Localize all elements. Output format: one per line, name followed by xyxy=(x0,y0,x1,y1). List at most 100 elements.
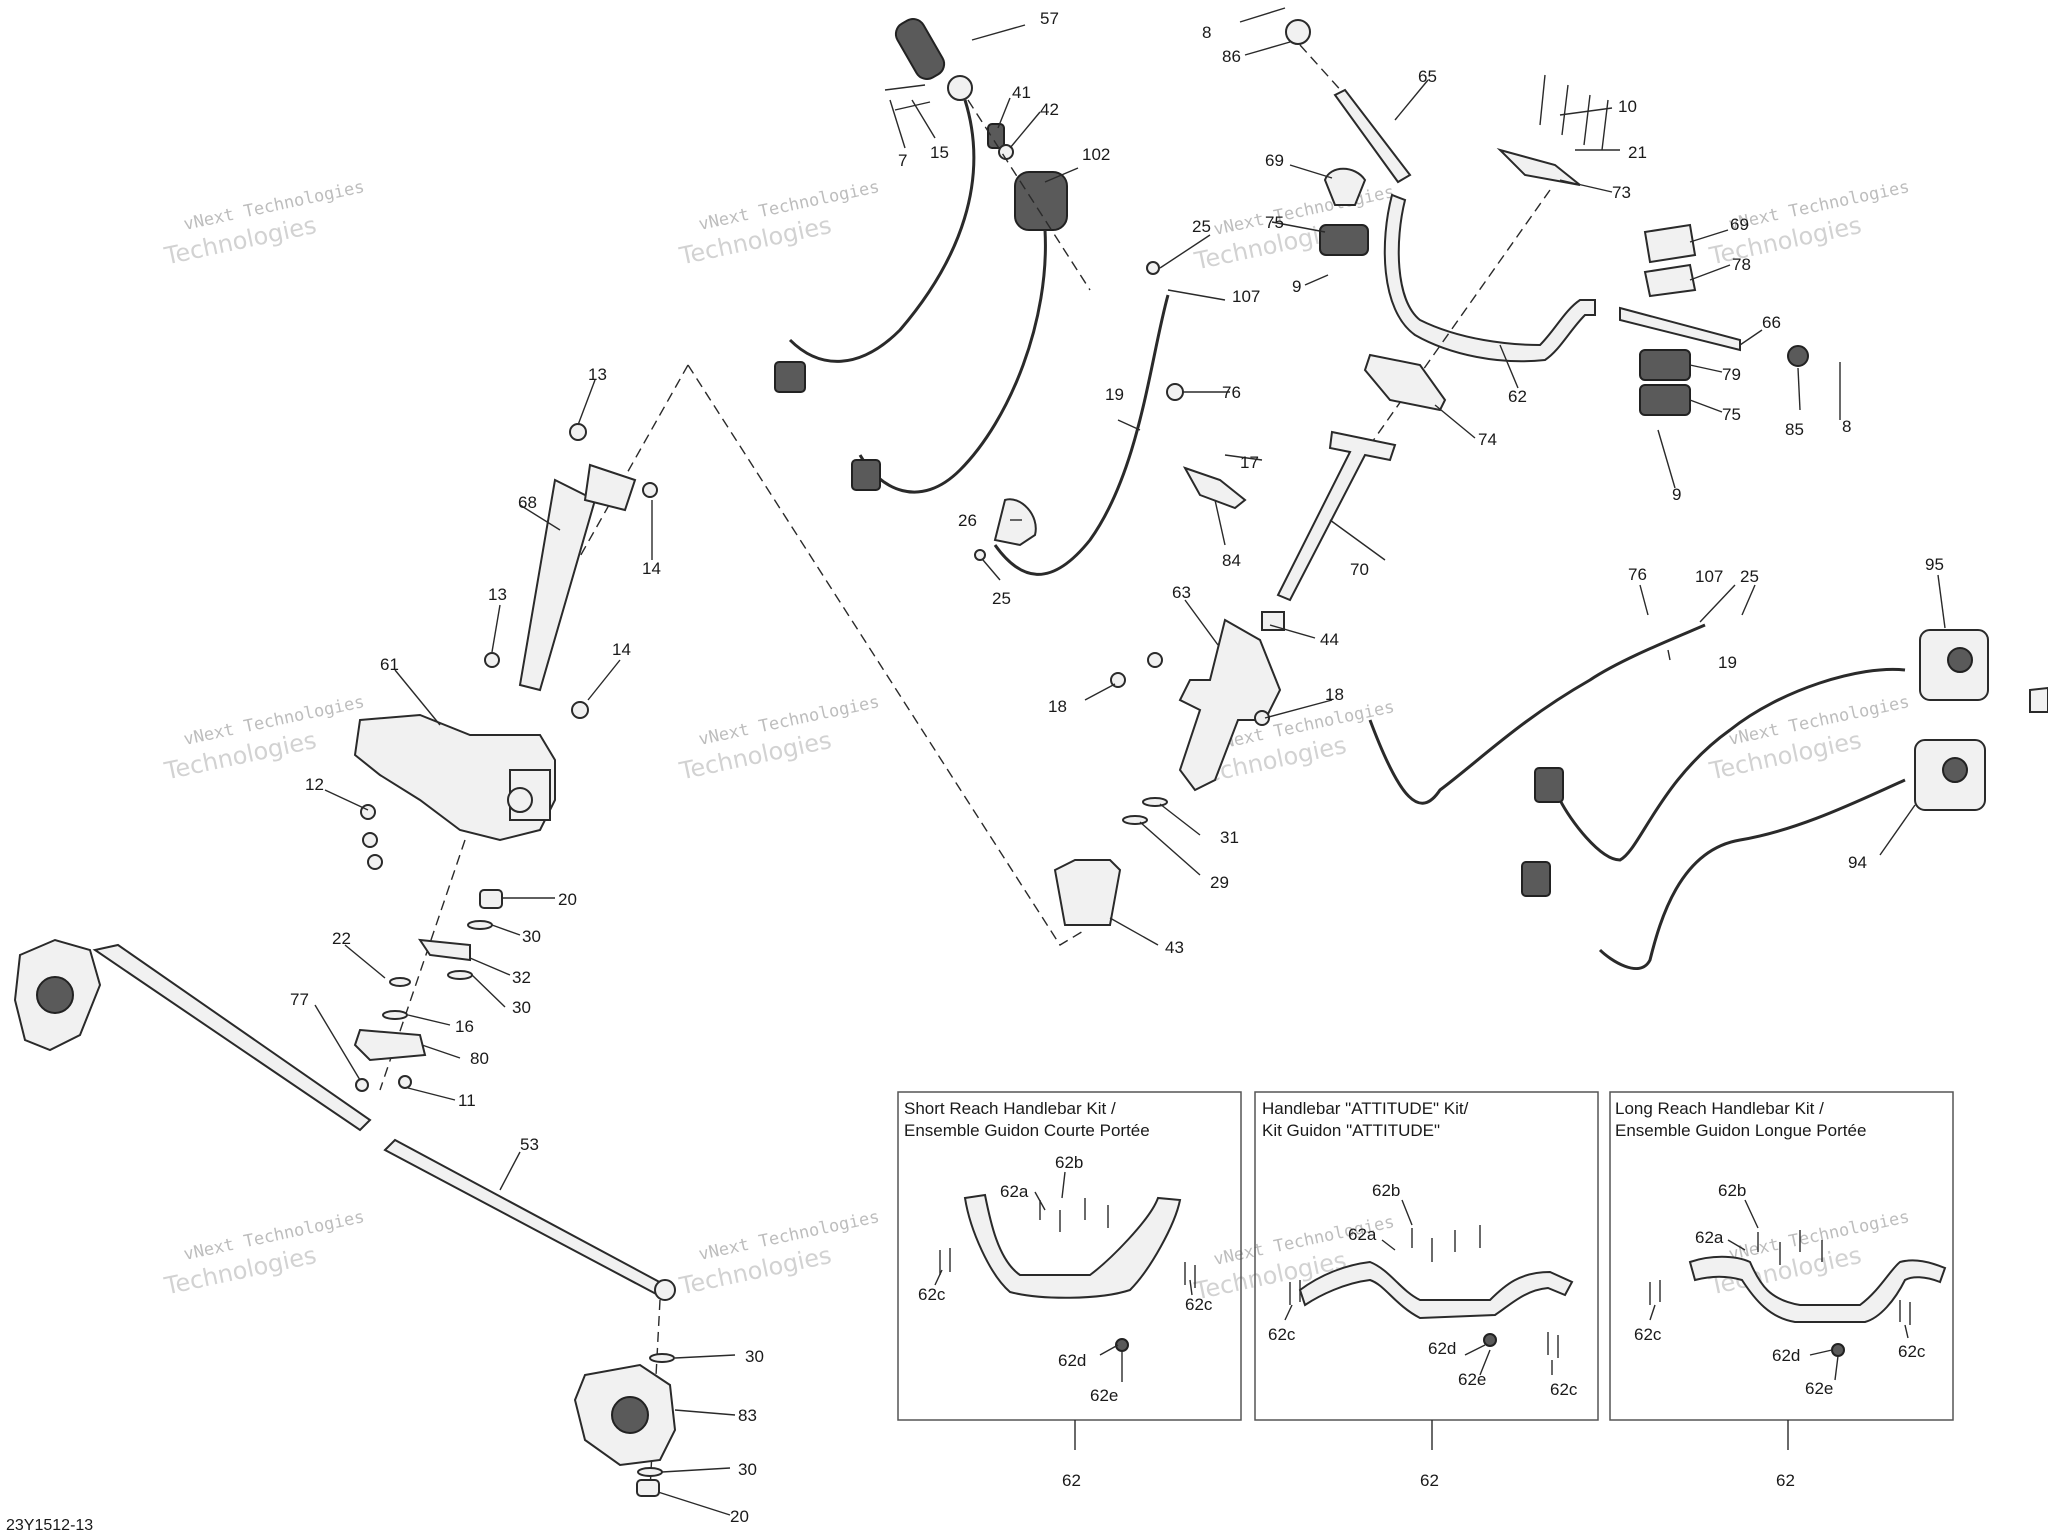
kit-box xyxy=(1609,1091,1954,1421)
bolt-part xyxy=(398,1075,412,1089)
callout-29: 29 xyxy=(1210,873,1229,892)
callout-19: 19 xyxy=(1718,653,1737,672)
kit-short-reach: Short Reach Handlebar Kit / Ensemble Gui… xyxy=(897,1091,1242,1490)
knuckle-bore-part xyxy=(36,976,74,1014)
kit-callout: 62d xyxy=(1428,1339,1456,1358)
bolt-part xyxy=(484,652,500,668)
kit-callout: 62a xyxy=(1348,1225,1377,1244)
wiring-harness xyxy=(1598,778,1906,971)
callout-69: 69 xyxy=(1730,215,1749,234)
tie-rod-part xyxy=(383,1138,667,1297)
callout-76: 76 xyxy=(1222,383,1241,402)
grip-part xyxy=(894,18,946,80)
u-joint-part xyxy=(583,463,637,512)
clip-part xyxy=(974,549,986,561)
kit-title-line2: Kit Guidon "ATTITUDE" xyxy=(1262,1121,1440,1140)
kit-ref: 62 xyxy=(1776,1471,1795,1490)
tie-rod-end-part xyxy=(654,1279,676,1301)
callout-31: 31 xyxy=(1220,828,1239,847)
callout-22: 22 xyxy=(332,929,351,948)
kit-box xyxy=(897,1091,1242,1421)
kit-callout: 62c xyxy=(1634,1325,1662,1344)
kit-callout: 62a xyxy=(1000,1182,1029,1201)
callout-68: 68 xyxy=(518,493,537,512)
steering-shaft-part xyxy=(518,478,597,692)
connector-part xyxy=(851,459,881,491)
callout-61: 61 xyxy=(380,655,399,674)
bolt-part xyxy=(355,1078,369,1092)
callout-labels: 57 8 86 41 42 7 15 102 65 10 21 73 69 75… xyxy=(290,9,1944,1526)
handlebar-weight-part xyxy=(1333,88,1412,184)
kit-callout: 62b xyxy=(1055,1153,1083,1172)
steering-stem-part xyxy=(1276,430,1397,602)
bolt-part xyxy=(367,854,383,870)
callout-63: 63 xyxy=(1172,583,1191,602)
callout-20: 20 xyxy=(730,1507,749,1526)
kit-callout: 62b xyxy=(1718,1181,1746,1200)
watermark: vNext Technologies Technologies xyxy=(161,1207,366,1301)
kit-panels: Short Reach Handlebar Kit / Ensemble Gui… xyxy=(897,1091,1954,1490)
callout-7: 7 xyxy=(898,151,907,170)
watermark: vNext Technologies Technologies xyxy=(676,177,881,271)
callout-20: 20 xyxy=(558,890,577,909)
bolt-part xyxy=(1254,710,1270,726)
callout-85: 85 xyxy=(1785,420,1804,439)
callout-75: 75 xyxy=(1265,213,1284,232)
callout-17: 17 xyxy=(1240,453,1259,472)
clamp-part xyxy=(1319,224,1369,256)
callout-30: 30 xyxy=(522,927,541,946)
switch-housing-part xyxy=(1639,349,1691,381)
watermark: vNext Technologies Technologies xyxy=(676,1207,881,1301)
end-cap-part xyxy=(1285,19,1311,45)
kit-handlebar-part xyxy=(1298,1260,1574,1320)
clip-part xyxy=(1146,261,1160,275)
callout-19: 19 xyxy=(1105,385,1124,404)
kit-clip-part xyxy=(1483,1333,1497,1347)
callout-77: 77 xyxy=(290,990,309,1009)
kit-ref: 62 xyxy=(1420,1471,1439,1490)
callout-30: 30 xyxy=(745,1347,764,1366)
kit-callout: 62d xyxy=(1058,1351,1086,1370)
knuckle-bore-part xyxy=(611,1396,649,1434)
watermark: vNext Technologies Technologies xyxy=(676,692,881,786)
guide-line xyxy=(379,839,466,1091)
kit-box xyxy=(1254,1091,1599,1421)
tie-rod-part xyxy=(92,943,372,1132)
callout-14: 14 xyxy=(612,640,631,659)
watermark: vNext Technologies Technologies xyxy=(161,692,366,786)
kit-handlebar-part xyxy=(963,1193,1182,1299)
kit-callout: 62d xyxy=(1772,1346,1800,1365)
kit-title-line2: Ensemble Guidon Longue Portée xyxy=(1615,1121,1866,1140)
kit-clip-part xyxy=(1831,1343,1845,1357)
watermark: vNext Technologies Technologies xyxy=(1191,182,1396,276)
brake-lever-part xyxy=(993,498,1037,547)
callout-74: 74 xyxy=(1478,430,1497,449)
callout-76: 76 xyxy=(1628,565,1647,584)
callout-43: 43 xyxy=(1165,938,1184,957)
brake-cable xyxy=(993,294,1170,576)
kit-callout: 62a xyxy=(1695,1228,1724,1247)
callout-57: 57 xyxy=(1040,9,1059,28)
screw-part xyxy=(884,84,931,111)
kit-ref: 62 xyxy=(1062,1471,1081,1490)
washer-part xyxy=(1142,797,1168,807)
kit-callout: 62c xyxy=(1898,1342,1926,1361)
callout-15: 15 xyxy=(930,143,949,162)
kit-attitude: Handlebar "ATTITUDE" Kit/ Kit Guidon "AT… xyxy=(1254,1091,1599,1490)
callout-84: 84 xyxy=(1222,551,1241,570)
callout-18: 18 xyxy=(1325,685,1344,704)
kit-handlebar-part xyxy=(1688,1255,1947,1323)
guide-line xyxy=(1299,44,1346,96)
callout-69: 69 xyxy=(1265,151,1284,170)
kit-title-line1: Handlebar "ATTITUDE" Kit/ xyxy=(1262,1099,1469,1118)
switch-housing-part xyxy=(1639,384,1691,416)
throttle-cable xyxy=(788,99,976,363)
end-cap-part xyxy=(2029,686,2048,713)
switch-knob-part xyxy=(1942,757,1968,783)
connector-part xyxy=(1521,861,1551,897)
callout-80: 80 xyxy=(470,1049,489,1068)
kit-title-line1: Short Reach Handlebar Kit / xyxy=(904,1099,1116,1118)
power-steering-unit-part xyxy=(353,713,556,842)
spring-part xyxy=(987,123,1005,149)
